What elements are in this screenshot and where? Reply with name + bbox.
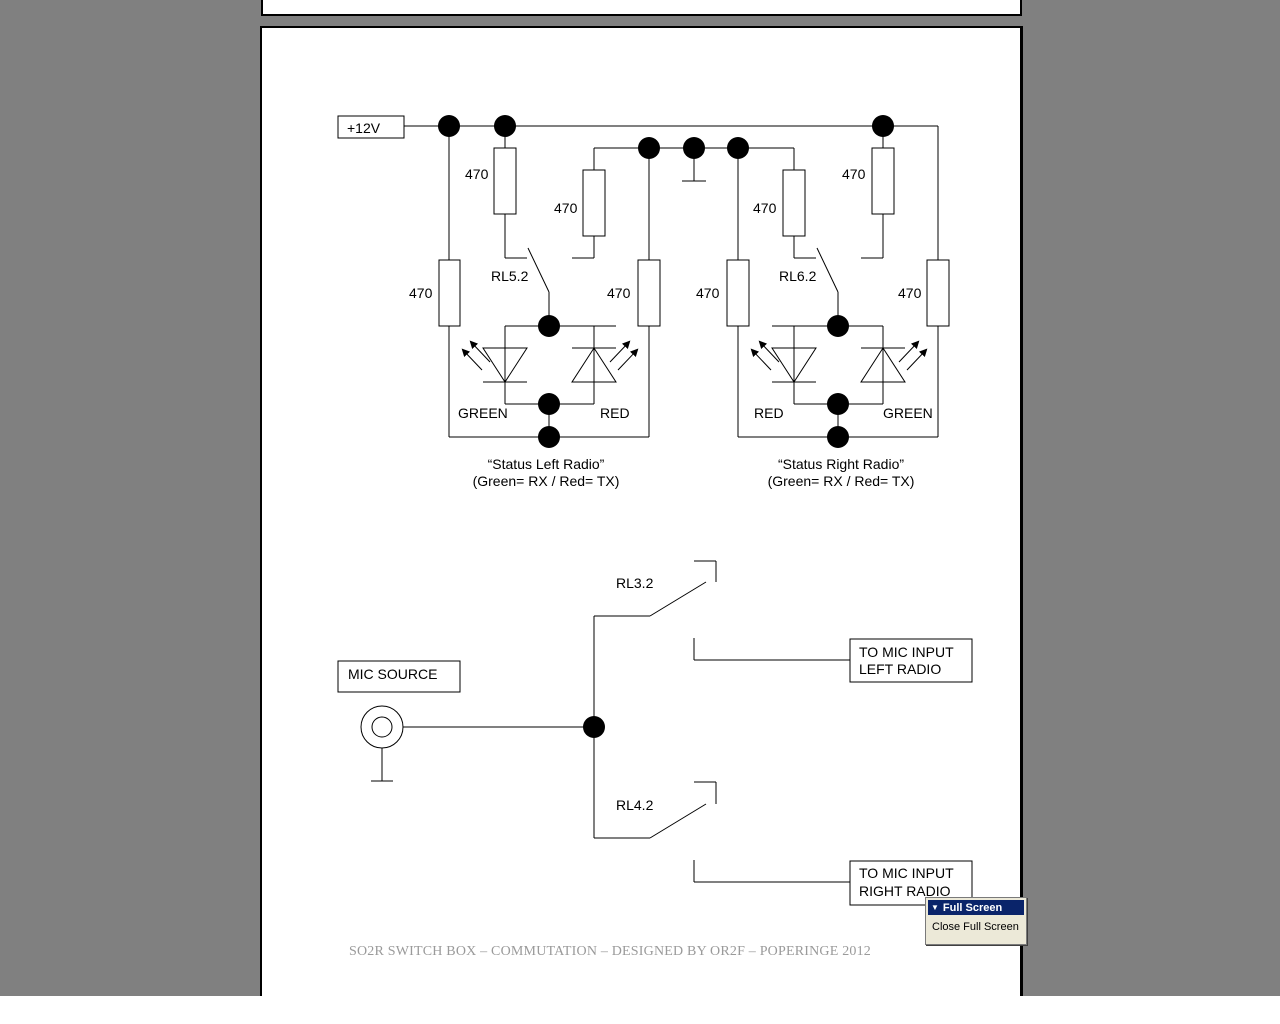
resistor-right-rl6 [782,169,806,237]
resistor-value-label: 470 [842,166,866,182]
supply-label-box [337,115,405,139]
fullscreen-toolbar-title[interactable]: ▼ Full Screen [928,900,1024,915]
led-green-right [860,347,906,383]
resistor-left-inner [637,259,661,327]
led-green-left-label: GREEN [458,405,508,421]
resistor-right-mid [871,147,895,215]
mic-left-output-box [849,638,973,683]
led-red-left [571,347,617,383]
resistor-right-outer [926,259,950,327]
led-red-right-label: RED [754,405,784,421]
mic-connector-inner [371,716,393,738]
mic-right-output-line2: RIGHT RADIO [859,883,951,899]
bottom-strip [0,996,1280,1024]
mic-right-output-box [849,860,973,906]
mic-source-box [337,660,461,693]
fullscreen-toolbar[interactable]: ▼ Full Screen Close Full Screen [925,897,1027,945]
chevron-down-icon: ▼ [931,903,939,912]
status-right-legend: (Green= RX / Red= TX) [768,473,915,489]
resistor-value-label: 470 [409,285,433,301]
led-red-right [771,347,817,383]
status-left-legend: (Green= RX / Red= TX) [473,473,620,489]
mic-source-label: MIC SOURCE [348,666,437,682]
relay-rl3-label: RL3.2 [616,575,654,591]
relay-rl4-label: RL4.2 [616,797,654,813]
status-left-title: “Status Left Radio” [488,456,605,472]
resistor-value-label: 470 [696,285,720,301]
close-full-screen-button[interactable]: Close Full Screen [932,921,1019,933]
mic-left-output-line1: TO MIC INPUT [859,644,954,660]
resistor-left-outer [438,259,461,327]
mic-left-output-line2: LEFT RADIO [859,661,941,677]
resistor-value-label: 470 [898,285,922,301]
document-footer: SO2R SWITCH BOX – COMMUTATION – DESIGNED… [349,944,871,959]
relay-rl6-label: RL6.2 [779,268,817,284]
junction-dots [438,115,894,738]
resistor-value-label: 470 [465,166,489,182]
resistor-value-label: 470 [554,200,578,216]
resistor-value-label: 470 [753,200,777,216]
led-green-left [482,347,528,383]
resistor-value-label: 470 [607,285,631,301]
led-green-right-label: GREEN [883,405,933,421]
relay-rl5-label: RL5.2 [491,268,529,284]
resistor-left-rl5 [493,147,517,215]
mic-right-output-line1: TO MIC INPUT [859,865,954,881]
supply-label: +12V [347,120,381,136]
fullscreen-title-label: Full Screen [942,901,1003,914]
resistor-left-mid [582,169,606,237]
led-red-left-label: RED [600,405,630,421]
mic-connector-outer [360,705,404,749]
previous-page-edge [261,0,1022,16]
status-right-title: “Status Right Radio” [778,456,904,472]
resistor-right-inner [726,259,750,327]
